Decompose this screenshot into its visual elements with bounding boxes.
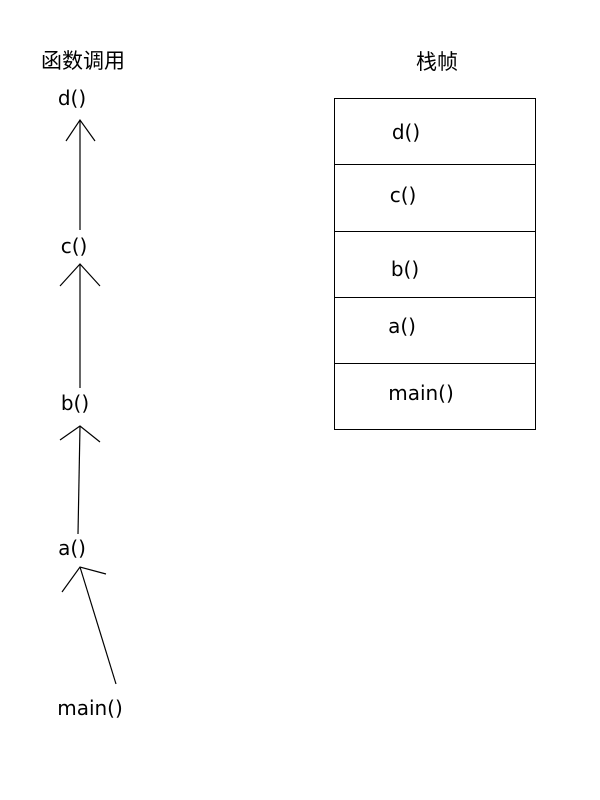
stack-frame-main: main() [335, 364, 535, 429]
stack-frame-label: b() [390, 257, 420, 282]
call-node-main: main() [57, 696, 123, 720]
arrow-a-to-b [59, 425, 101, 535]
stack-frame-a: a() [335, 298, 535, 364]
stack-frame-b: b() [335, 232, 535, 298]
stack-frame-label: main() [388, 380, 454, 405]
arrow-main-to-a [61, 566, 117, 685]
stack-frame-label: c() [389, 182, 417, 207]
call-node-c: c() [60, 234, 88, 258]
call-node-b: b() [60, 391, 90, 415]
call-stack: d() c() b() a() main() [334, 98, 536, 430]
arrow-b-to-c [59, 263, 101, 388]
call-node-a: a() [58, 536, 86, 560]
stack-frames-title: 栈帧 [416, 50, 458, 74]
stack-frame-c: c() [335, 165, 535, 232]
arrow-c-to-d [65, 118, 96, 230]
stack-frame-d: d() [335, 99, 535, 165]
call-node-d: d() [57, 86, 87, 110]
call-chain-title: 函数调用 [41, 49, 125, 73]
stack-frame-label: a() [388, 313, 416, 338]
stack-frame-label: d() [391, 119, 421, 144]
